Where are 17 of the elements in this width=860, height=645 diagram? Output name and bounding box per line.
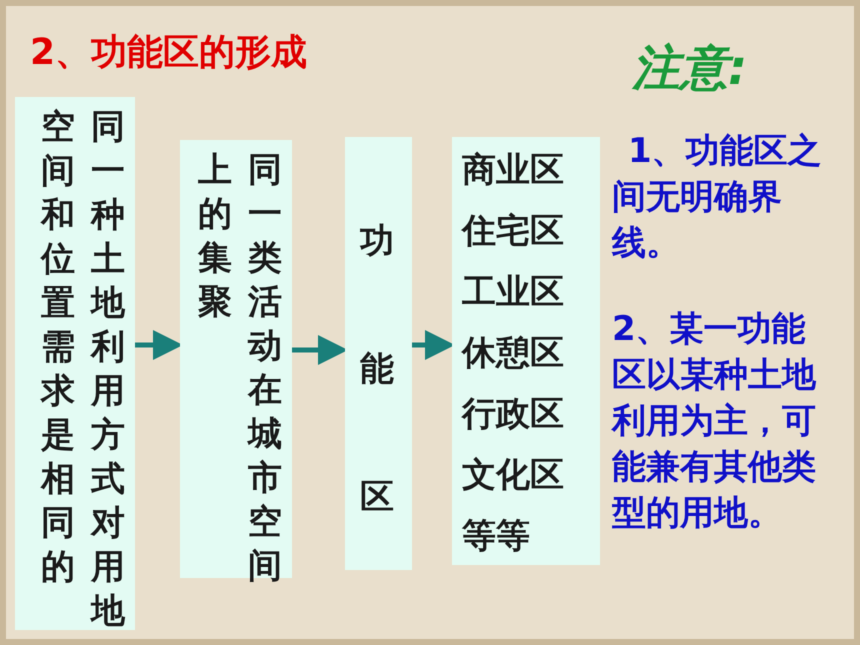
note-text: 1、功能区之间无明确界线。 bbox=[612, 130, 823, 265]
list-item: 休憩区 bbox=[462, 332, 564, 375]
box-text: 同一类活动在城市空间上的集聚 bbox=[196, 149, 282, 588]
list-item: 行政区 bbox=[462, 393, 564, 436]
note-text: 2、某一功能区以某种土地利用为主，可能兼有其他类型的用地。 bbox=[612, 308, 818, 535]
list-item: 文化区 bbox=[462, 454, 564, 497]
process-box bbox=[345, 137, 412, 570]
list-item: 住宅区 bbox=[462, 210, 564, 253]
title: 2、功能区的形成 bbox=[30, 31, 308, 75]
list-item: 工业区 bbox=[462, 271, 564, 314]
heading: 注意: bbox=[632, 40, 748, 96]
box-text: 同一种土地利用方式对用地空间和位置需求是相同的 bbox=[39, 106, 125, 633]
list-item: 等等 bbox=[462, 515, 530, 558]
process-box bbox=[452, 137, 600, 565]
list-item: 商业区 bbox=[462, 149, 564, 192]
process-box bbox=[15, 97, 135, 630]
box-text: 功能区 bbox=[360, 220, 395, 519]
